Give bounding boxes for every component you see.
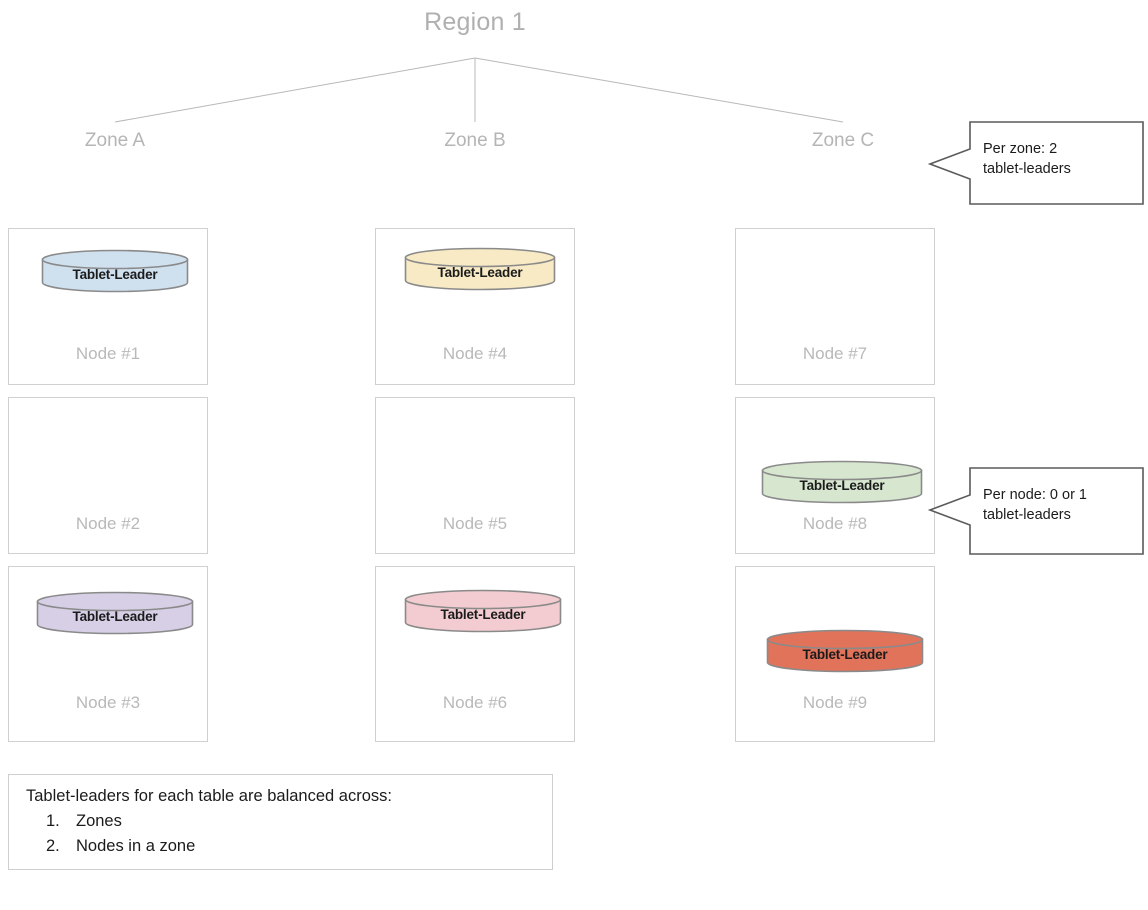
tablet-leader-cylinder: Tablet-Leader <box>761 460 923 504</box>
tablet-leader-cylinder: Tablet-Leader <box>41 249 189 293</box>
node-label: Node #9 <box>802 693 868 712</box>
tablet-leader-cylinder: Tablet-Leader <box>404 247 556 291</box>
tablet-leader-label: Tablet-Leader <box>799 477 885 493</box>
tablet-leader-label: Tablet-Leader <box>802 646 888 662</box>
cylinder-shape <box>41 249 189 293</box>
callout-per-node: Per node: 0 or 1 tablet-leaders <box>925 463 1148 559</box>
legend-box: Tablet-leaders for each table are balanc… <box>8 774 553 870</box>
tablet-leader-label: Tablet-Leader <box>72 266 158 282</box>
tablet-leader-cylinder: Tablet-Leader <box>766 629 924 673</box>
zone-label-a: Zone A <box>84 130 146 151</box>
legend-item-1-text: Zones <box>76 812 122 830</box>
node-box-node-2: Node #2 <box>8 397 208 554</box>
node-box-node-5: Node #5 <box>375 397 575 554</box>
cylinder-shape <box>404 247 556 291</box>
node-label: Node #2 <box>75 514 141 533</box>
cylinder-shape <box>404 589 562 633</box>
legend-title: Tablet-leaders for each table are balanc… <box>26 787 392 805</box>
cylinder-shape <box>761 460 923 504</box>
node-label: Node #3 <box>75 693 141 712</box>
node-label: Node #6 <box>442 693 508 712</box>
node-label: Node #4 <box>442 344 508 363</box>
tablet-leader-cylinder: Tablet-Leader <box>404 589 562 633</box>
callout-per-zone-text: Per zone: 2 tablet-leaders <box>983 141 1071 177</box>
tablet-leader-cylinder: Tablet-Leader <box>36 591 194 635</box>
tablet-leader-label: Tablet-Leader <box>437 264 523 280</box>
node-label: Node #5 <box>442 514 508 533</box>
zone-label-b: Zone B <box>444 130 506 151</box>
node-label: Node #7 <box>802 344 868 363</box>
legend-item-1-number: 1. <box>46 812 60 830</box>
callout-per-zone-shape <box>927 121 1144 205</box>
tablet-leader-label: Tablet-Leader <box>440 606 526 622</box>
cylinder-shape <box>36 591 194 635</box>
legend-item-2-number: 2. <box>46 837 60 855</box>
cylinder-shape <box>766 629 924 673</box>
region-title: Region 1 <box>424 8 526 36</box>
node-label: Node #1 <box>75 344 141 363</box>
callout-per-node-shape <box>927 467 1144 555</box>
node-label: Node #8 <box>802 514 868 533</box>
node-box-node-7: Node #7 <box>735 228 935 385</box>
tablet-leader-label: Tablet-Leader <box>72 608 158 624</box>
callout-per-zone: Per zone: 2 tablet-leaders <box>925 117 1148 209</box>
zone-label-c: Zone C <box>811 130 875 151</box>
callout-per-node-text: Per node: 0 or 1 tablet-leaders <box>983 487 1087 523</box>
legend-item-2-text: Nodes in a zone <box>76 837 196 855</box>
